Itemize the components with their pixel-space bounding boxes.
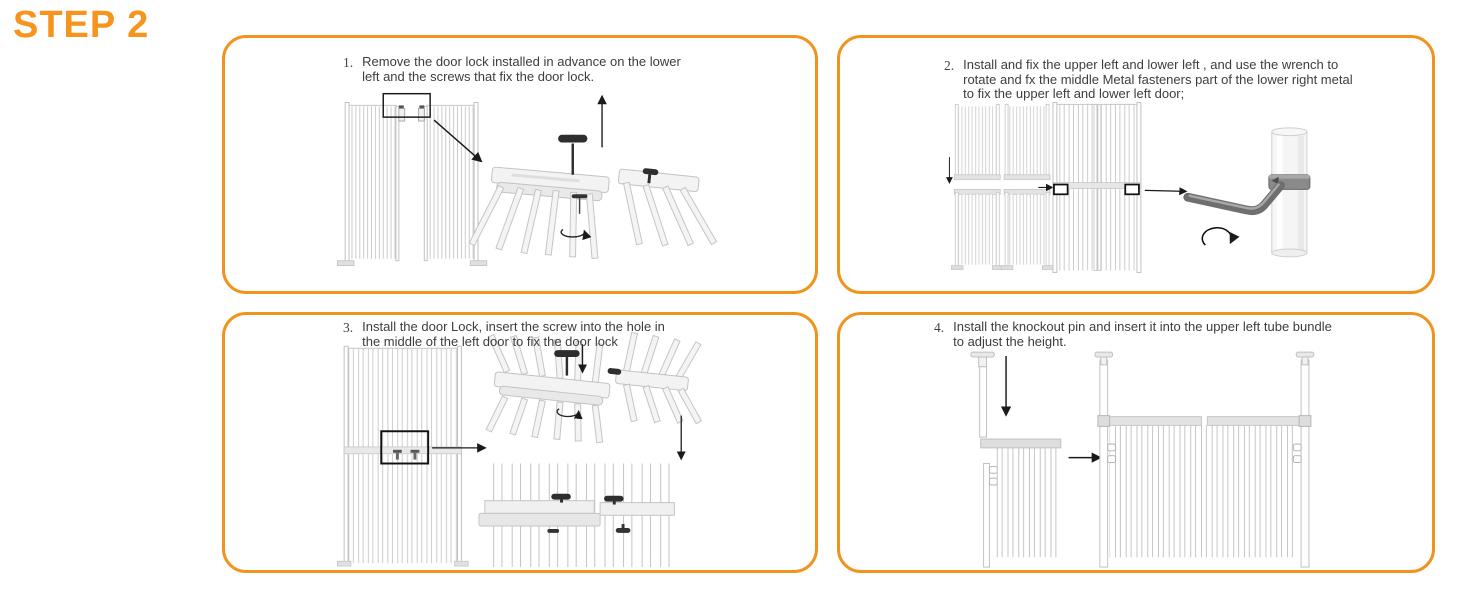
instruction-1: 1. Remove the door lock installed in adv… <box>343 54 681 84</box>
instruction-4: 4. Install the knockout pin and insert i… <box>934 319 1332 349</box>
lock-screw-angled-detail-icon <box>485 331 703 444</box>
panel-3-illustration <box>336 331 703 568</box>
wing-screw-icon <box>547 528 560 533</box>
gate-front-view-icon <box>336 101 488 266</box>
detail-arrow-icon <box>1144 187 1188 196</box>
wrench-on-pole-icon <box>1183 127 1311 258</box>
instruction-2-line: rotate and fx the middle Metal fasteners… <box>963 71 1353 87</box>
instruction-1-line: left and the screws that fix the door lo… <box>362 68 595 84</box>
door-lock-removal-detail-icon <box>468 94 718 260</box>
step-panel-4: 4. Install the knockout pin and insert i… <box>837 312 1435 573</box>
instruction-1-number: 1. <box>343 55 354 70</box>
instruction-3: 3. Install the door Lock, insert the scr… <box>343 319 665 349</box>
page-title: STEP 2 <box>13 4 150 46</box>
knob-icon <box>607 368 622 375</box>
panel-4-illustration <box>970 351 1315 568</box>
wrench-icon <box>1183 181 1285 216</box>
extension-tube-icon <box>1292 351 1315 568</box>
instruction-2-number: 2. <box>944 58 955 73</box>
instruction-2-line: to fix the upper left and lower left doo… <box>963 86 1185 102</box>
wing-screw-icon <box>615 524 631 533</box>
fastener-callout-box <box>1053 183 1069 196</box>
gate-section-with-hook-pole-icon <box>980 438 1062 568</box>
t-screw-icon <box>554 350 580 376</box>
rotate-arrow-icon <box>556 408 583 420</box>
t-screw-icon <box>551 493 571 503</box>
extension-tube-icon <box>1094 351 1116 568</box>
step-panel-3: 3. Install the door Lock, insert the scr… <box>222 312 818 573</box>
step-panel-2: 2. Install and fix the upper left and lo… <box>837 35 1435 294</box>
t-screw-icon <box>558 134 588 175</box>
step-panel-1: 1. Remove the door lock installed in adv… <box>222 35 818 294</box>
lock-callout-box <box>380 430 430 465</box>
instruction-1-line: Remove the door lock installed in advanc… <box>362 54 681 69</box>
instruction-2: 2. Install and fix the upper left and lo… <box>944 57 1353 102</box>
small-screw-icon <box>571 194 588 214</box>
assembled-gate-icon <box>1052 101 1142 273</box>
t-screw-icon <box>604 495 624 505</box>
rotate-arrow-icon <box>560 228 592 241</box>
instruction-4-line: to adjust the height. <box>953 333 1067 349</box>
tall-gate-icon <box>336 345 469 567</box>
knockout-pin-icon <box>970 351 995 438</box>
metal-fastener-clamp-icon <box>1268 174 1311 190</box>
callout-arrow-icon <box>433 119 483 163</box>
assembled-gate-extended-tubes-icon <box>1094 351 1315 568</box>
knob-icon <box>642 168 659 184</box>
rotate-arrow-icon <box>1201 227 1240 246</box>
instruction-3-line: the middle of the left door to fix the d… <box>362 333 618 349</box>
panel-1-illustration <box>336 92 718 266</box>
fastener-callout-box <box>1124 183 1140 196</box>
instruction-4-line: Install the knockout pin and insert it i… <box>953 319 1332 334</box>
instruction-2-line: Install and fix the upper left and lower… <box>963 57 1339 72</box>
instruction-4-number: 4. <box>934 320 945 335</box>
lock-callout-box <box>382 92 431 118</box>
lock-screw-front-detail-icon <box>478 463 675 568</box>
instruction-3-line: Install the door Lock, insert the screw … <box>362 319 665 334</box>
instruction-3-number: 3. <box>343 320 354 335</box>
panel-2-illustration <box>946 101 1311 273</box>
four-gate-sections-icon <box>951 104 1055 270</box>
